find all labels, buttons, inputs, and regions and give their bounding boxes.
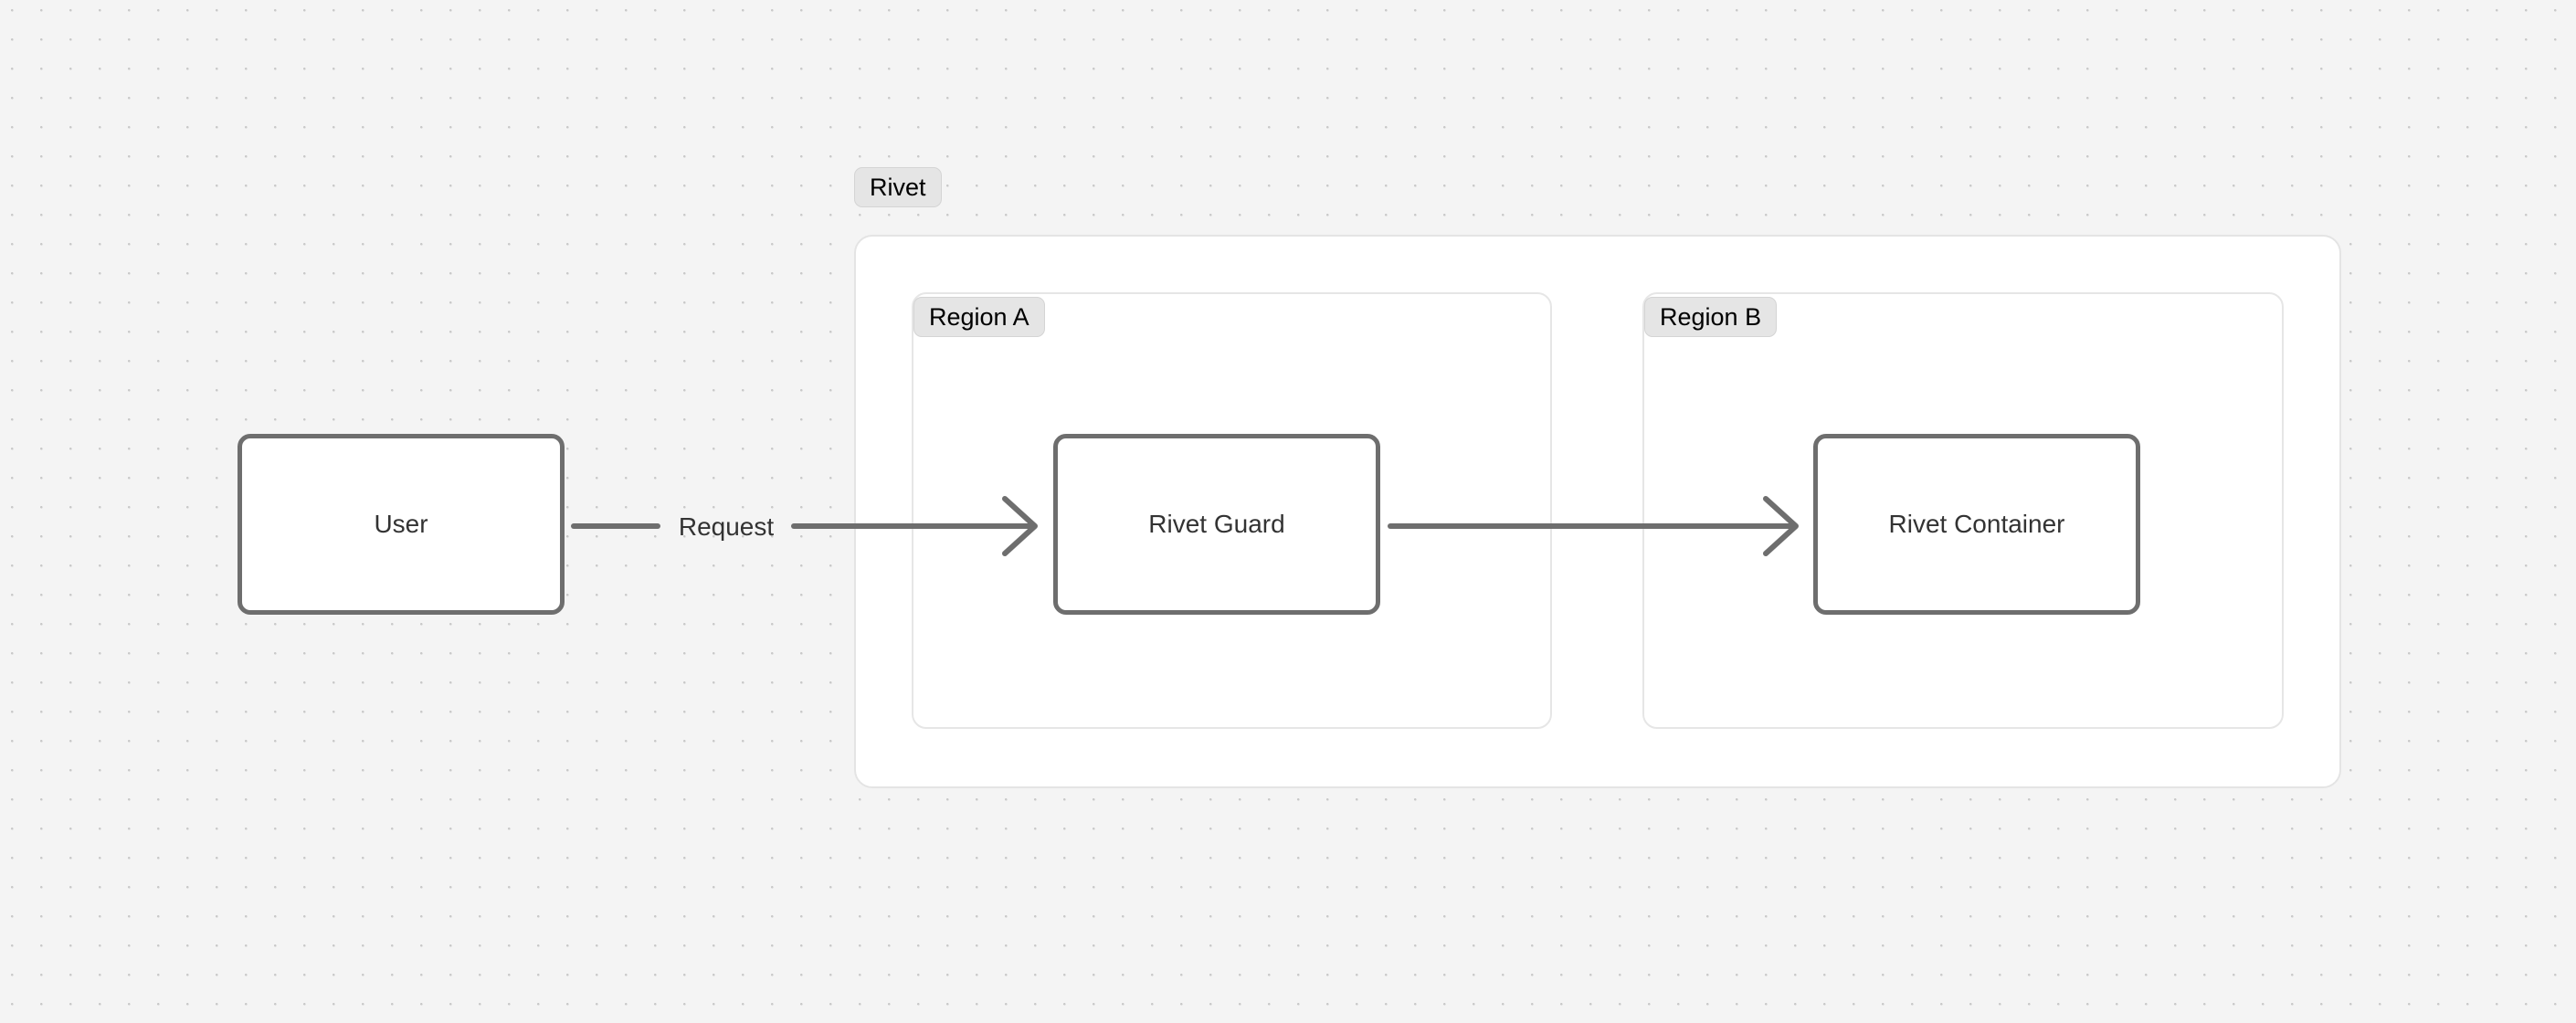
edge-label-request: Request — [678, 512, 775, 541]
group-label-rivet: Rivet — [854, 167, 942, 207]
node-user-label: User — [374, 510, 428, 539]
group-label-rivet-text: Rivet — [870, 173, 926, 201]
group-label-region-b-text: Region B — [1660, 302, 1762, 331]
group-label-region-a: Region A — [913, 297, 1045, 337]
group-label-region-b: Region B — [1644, 297, 1778, 337]
node-rivet-container[interactable]: Rivet Container — [1813, 434, 2140, 615]
node-user[interactable]: User — [238, 434, 565, 615]
node-rivet-container-label: Rivet Container — [1888, 510, 2065, 539]
group-label-region-a-text: Region A — [929, 302, 1029, 331]
node-rivet-guard-label: Rivet Guard — [1148, 510, 1285, 539]
node-rivet-guard[interactable]: Rivet Guard — [1053, 434, 1380, 615]
